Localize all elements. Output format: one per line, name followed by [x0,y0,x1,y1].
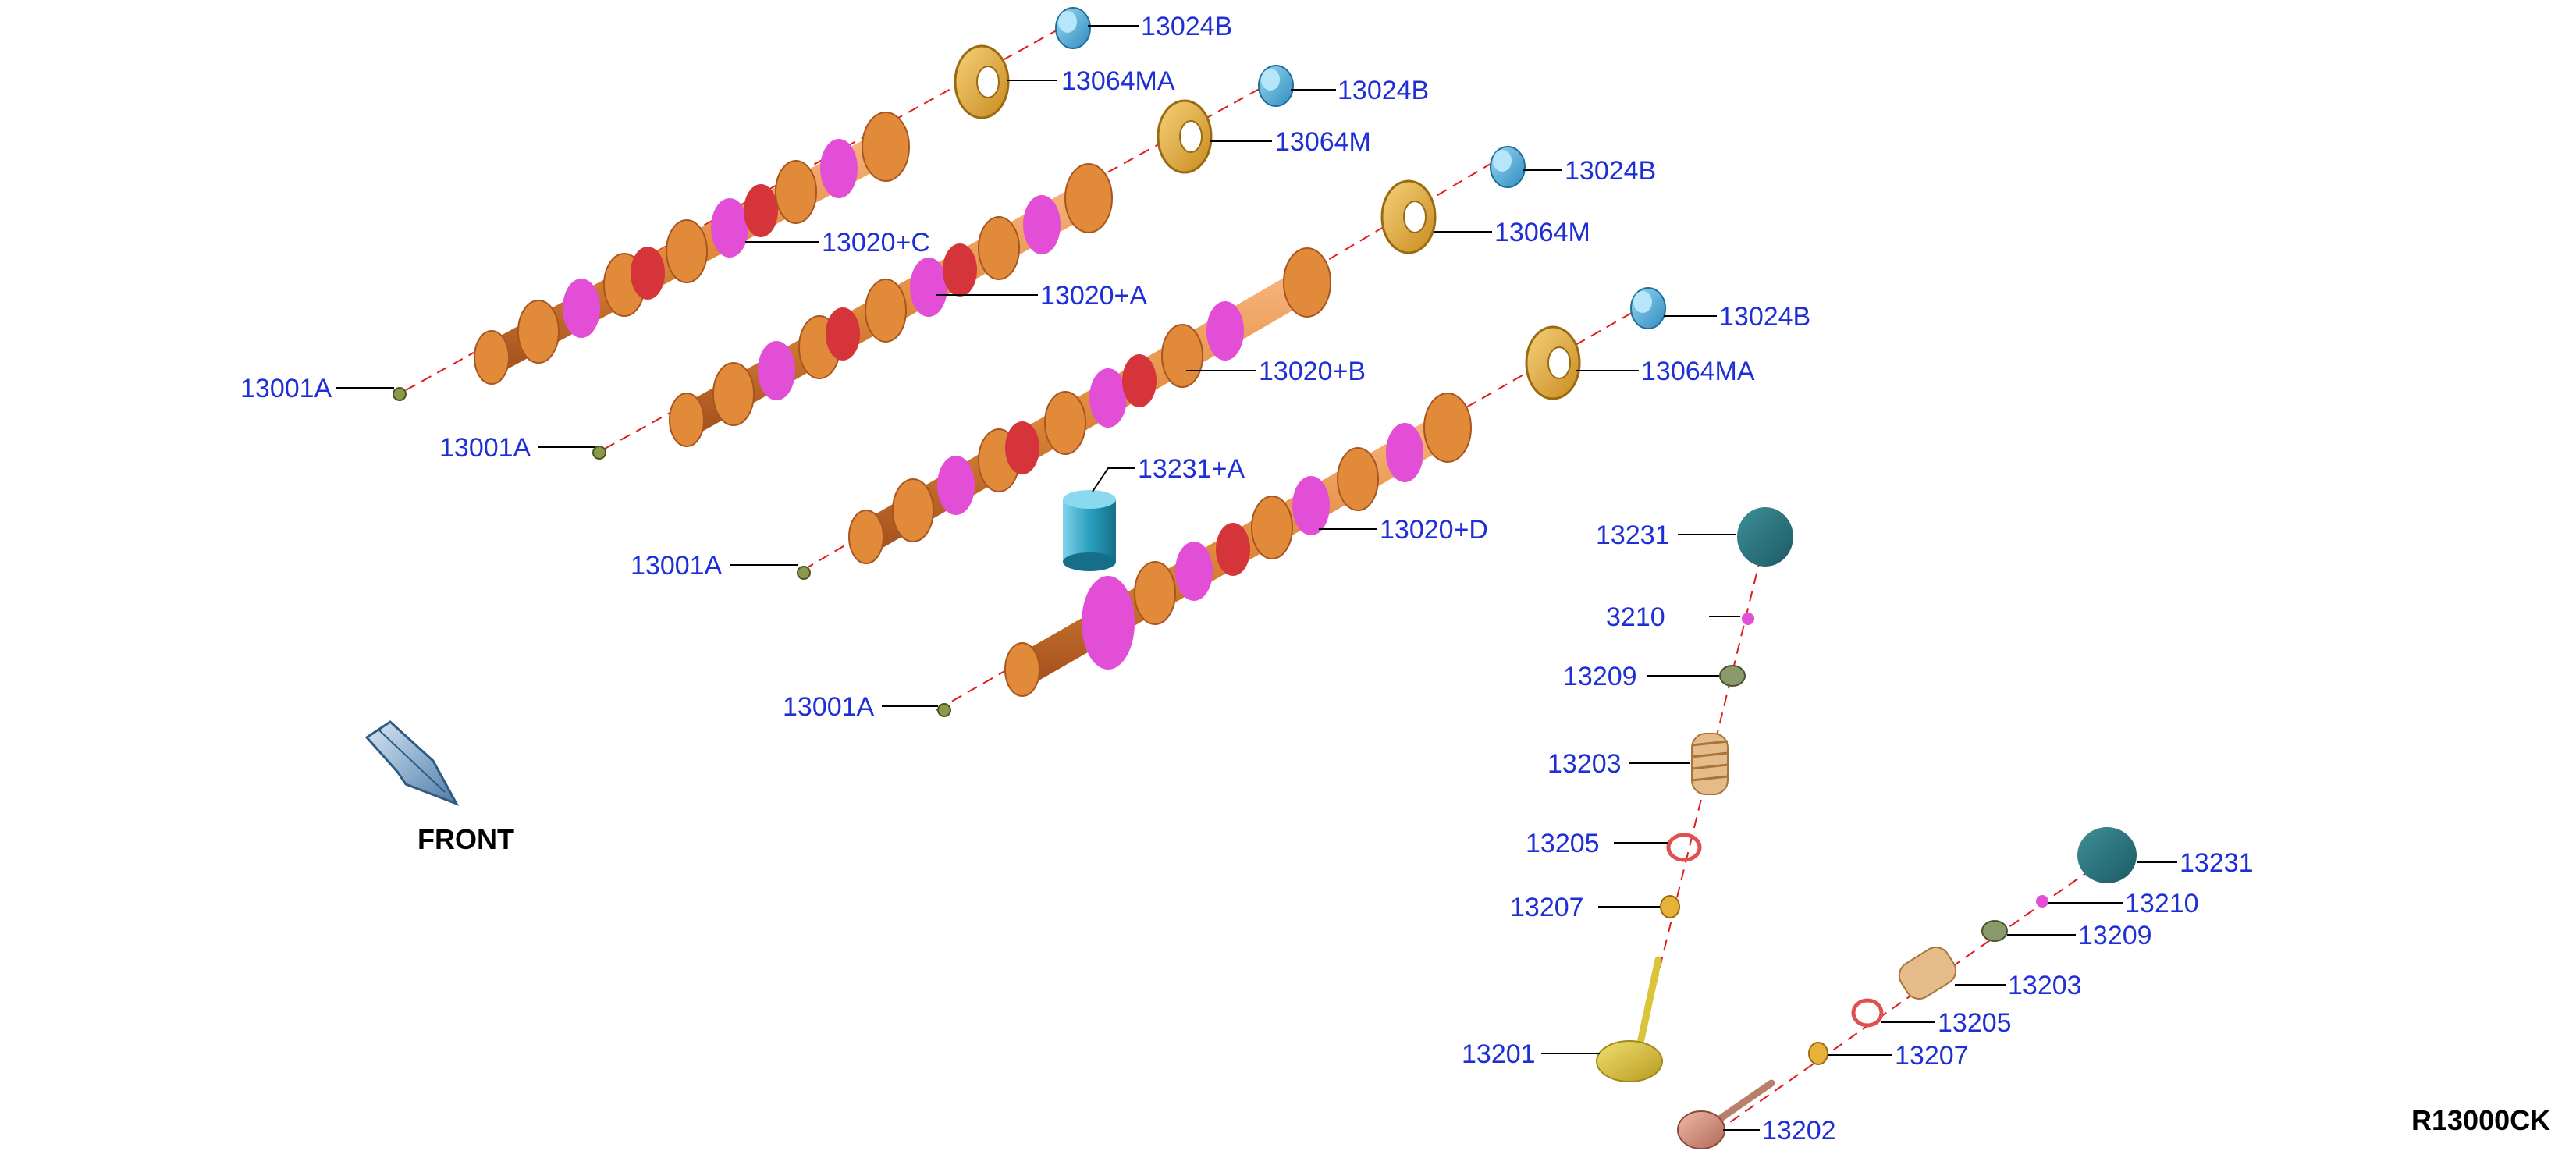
diagram-id: R13000CK [2411,1104,2550,1136]
camshaft-13020C[interactable] [405,23,1070,391]
label-13001A-4[interactable]: 13001A [783,692,875,722]
label-13064M-1[interactable]: 13064M [1275,127,1371,157]
label-13024B-3[interactable]: 13024B [1565,156,1656,186]
cam-lobes [474,112,910,385]
valve-stack-intake [1596,507,1793,1082]
label-13210-2[interactable]: 13210 [2125,889,2199,918]
label-13231-2[interactable]: 13231 [2180,848,2254,878]
cap-13024B-2[interactable] [1258,65,1294,107]
label-13203-2[interactable]: 13203 [2008,971,2082,1000]
spring-13203-2[interactable] [1894,942,1961,1003]
retainer-13209-1[interactable] [1719,665,1746,687]
lifter-13231-1[interactable] [1737,507,1793,567]
label-13201[interactable]: 13201 [1462,1039,1536,1069]
sprocket-13064M-1[interactable] [1157,99,1213,174]
valve-stack-exhaust [1677,827,2137,1149]
seat-13207-2[interactable] [1808,1042,1828,1065]
cam-lobes [848,247,1331,564]
keeper-13210-2[interactable] [2036,895,2048,908]
label-13209-1[interactable]: 13209 [1563,662,1637,691]
label-13001A-1[interactable]: 13001A [240,374,332,403]
front-arrow-icon [364,720,460,806]
cap-13024B-4[interactable] [1630,287,1666,329]
camshaft-13020A[interactable] [604,81,1273,449]
label-13064MA-1[interactable]: 13064MA [1061,66,1175,96]
label-13001A-2[interactable]: 13001A [439,433,531,463]
label-13203-1[interactable]: 13203 [1547,749,1622,779]
camshaft-13020B[interactable] [803,163,1491,570]
keeper-13210-1[interactable] [1742,613,1754,625]
label-13024B-2[interactable]: 13024B [1338,76,1429,105]
cam-lobes [669,163,1113,447]
label-13024B-1[interactable]: 13024B [1141,12,1232,41]
label-13231-1[interactable]: 13231 [1596,520,1670,550]
label-13020A[interactable]: 13020+A [1040,281,1147,311]
bolt-13001A-1[interactable] [393,387,407,401]
bolt-13001A-2[interactable] [592,446,606,460]
retainer-13209-2[interactable] [1981,920,2008,942]
label-13020C[interactable]: 13020+C [822,228,930,258]
cap-13024B-3[interactable] [1490,146,1526,188]
spring-13203-1[interactable] [1691,733,1729,795]
seat-13207-1[interactable] [1660,895,1680,918]
label-13024B-4[interactable]: 13024B [1719,302,1810,332]
label-13207-1[interactable]: 13207 [1510,893,1584,922]
label-13207-2[interactable]: 13207 [1895,1041,1969,1071]
label-13209-2[interactable]: 13209 [2078,921,2152,950]
seal-13205-1[interactable] [1666,833,1702,862]
sprocket-13064MA-1[interactable] [954,44,1010,119]
camshaft-13020D[interactable] [936,304,1647,711]
sprocket-13064MA-2[interactable] [1525,325,1581,400]
label-13064M-2[interactable]: 13064M [1494,218,1590,247]
label-13205-2[interactable]: 13205 [1938,1008,2012,1038]
bolt-13001A-3[interactable] [797,566,811,580]
lifter-13231A[interactable] [1063,490,1116,571]
label-13231A[interactable]: 13231+A [1138,454,1245,484]
valve-13201[interactable] [1596,956,1663,1082]
label-13064MA-2[interactable]: 13064MA [1641,357,1755,386]
label-13020B[interactable]: 13020+B [1259,357,1366,386]
cap-13024B-1[interactable] [1055,7,1091,49]
front-label: FRONT [417,823,514,855]
part-labels: 13024B 13064MA 13024B 13064M 13024B 1306… [240,12,2254,1146]
leader-lines [336,25,2177,1131]
cam-lobes [1004,393,1472,697]
valve-13202[interactable] [1677,1079,1775,1149]
lifter-13231-2[interactable] [2077,827,2137,883]
label-13020D[interactable]: 13020+D [1380,515,1488,545]
label-13205-1[interactable]: 13205 [1526,829,1600,858]
label-13210-1[interactable]: 3210 [1606,602,1665,632]
bolt-13001A-4[interactable] [937,703,951,717]
sprocket-13064M-2[interactable] [1380,179,1437,254]
label-13202[interactable]: 13202 [1762,1116,1836,1146]
label-13001A-3[interactable]: 13001A [631,551,723,581]
seal-13205-2[interactable] [1851,998,1884,1028]
